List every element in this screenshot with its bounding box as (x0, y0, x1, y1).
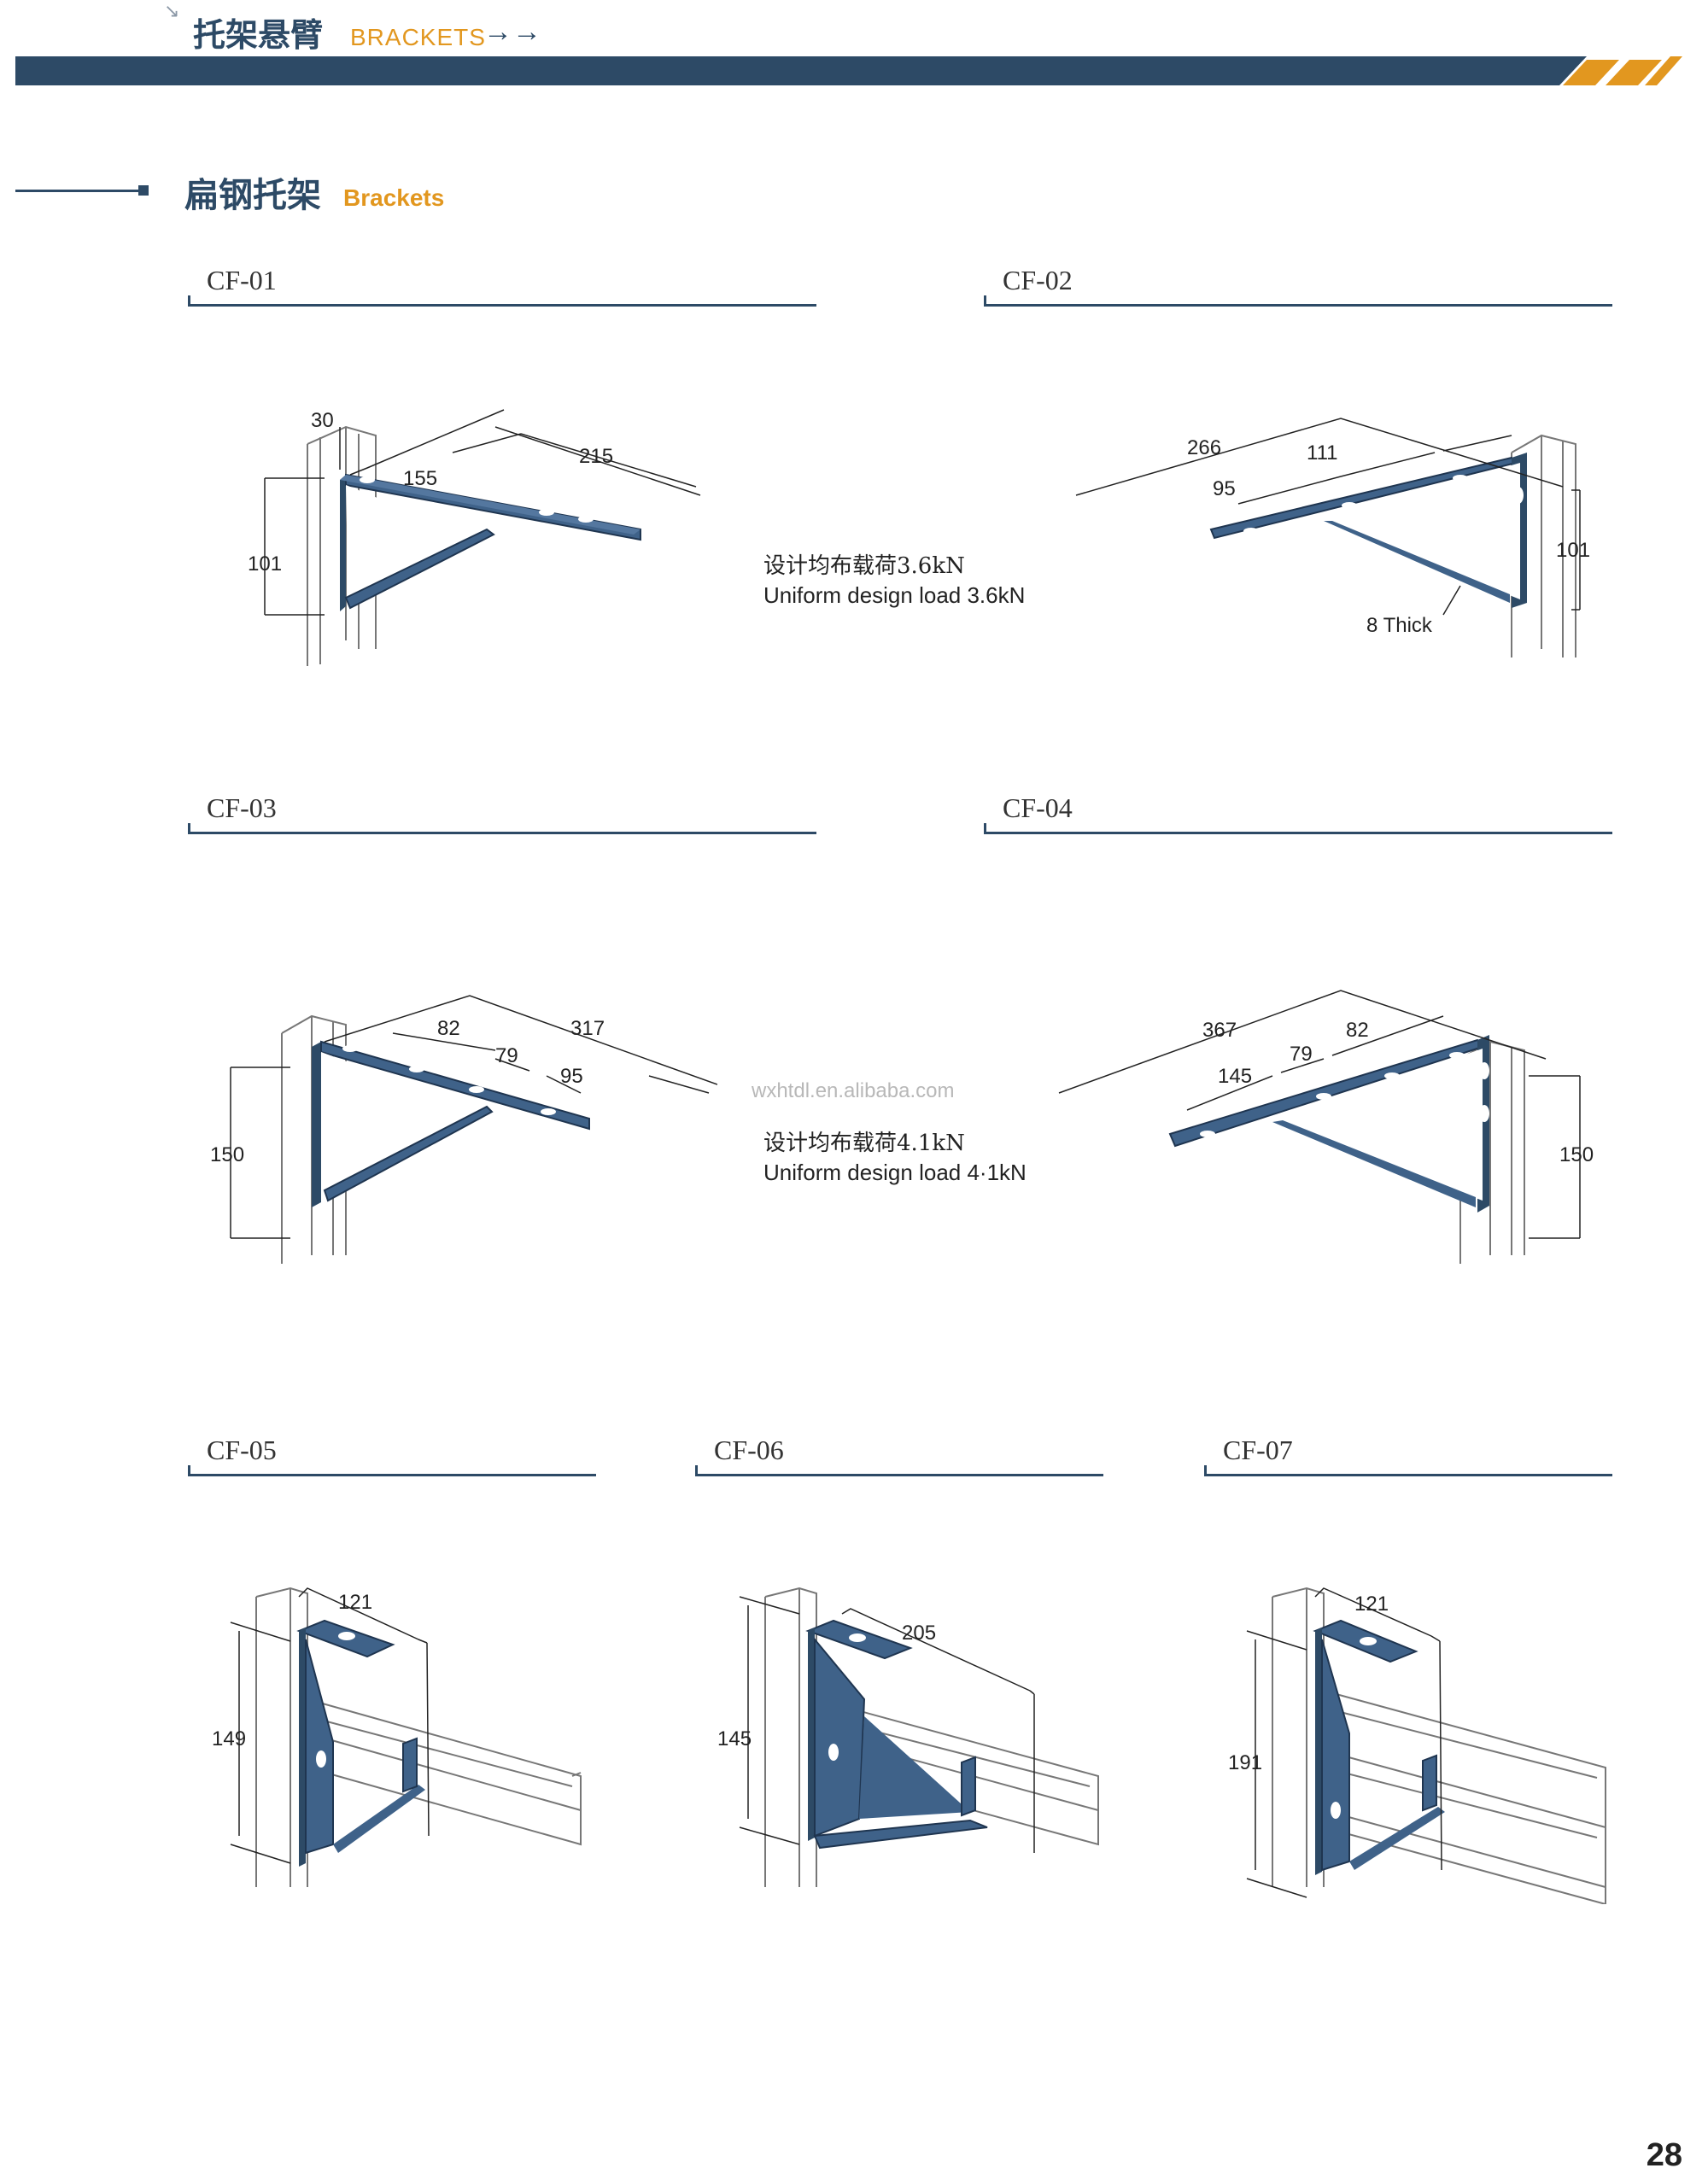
bracket-shape (296, 1619, 425, 1867)
dim-label: 367 (1202, 1019, 1237, 1042)
load-note-2: 设计均布载荷4.1kN Uniform design load 4·1kN (763, 1129, 1027, 1187)
model-header-cf01: CF-01 (188, 265, 816, 307)
model-code: CF-04 (1003, 792, 1073, 823)
bracket-shape (805, 1619, 988, 1850)
dim-label: 121 (1354, 1593, 1389, 1616)
load-note-en: Uniform design load 4·1kN (763, 1160, 1027, 1185)
cf06-drawing: 205 145 (717, 1587, 1099, 1887)
dim-label: 150 (1559, 1143, 1594, 1166)
model-rule (695, 1465, 1103, 1476)
model-code: CF-07 (1223, 1435, 1293, 1465)
bracket-shape (1168, 1035, 1489, 1213)
dim-label: 30 (311, 409, 334, 432)
model-header-cf02: CF-02 (984, 265, 1612, 307)
strut-channel (307, 1698, 582, 1846)
model-rule (188, 1465, 596, 1476)
model-rule (188, 295, 816, 307)
section-title-en: Brackets (343, 184, 445, 211)
model-rule (1204, 1465, 1612, 1476)
dim-label: 266 (1187, 436, 1221, 459)
model-code: CF-02 (1003, 265, 1073, 295)
dim-label: 191 (1228, 1751, 1262, 1774)
dimension-lines (1058, 990, 1581, 1239)
cf01-drawing: 30 155 215 101 (248, 409, 701, 666)
header-bar (15, 56, 1682, 85)
dim-label: 145 (1218, 1065, 1252, 1088)
section-bullet (138, 185, 149, 196)
cf02-drawing: 266 111 95 101 8 Thick (1075, 418, 1590, 657)
model-code: CF-03 (207, 792, 277, 823)
dimension-lines (230, 1587, 430, 1864)
load-note-1: 设计均布载荷3.6kN Uniform design load 3.6kN (763, 552, 1025, 610)
dimension-lines (739, 1596, 1035, 1853)
model-header-cf03: CF-03 (188, 792, 816, 834)
bracket-shape (1209, 453, 1527, 608)
dim-label: 145 (717, 1727, 752, 1750)
header-title-cn: 托架悬臂 (193, 16, 324, 54)
cf04-drawing: 367 82 79 145 150 (1058, 990, 1594, 1264)
dim-label: 101 (1556, 539, 1590, 562)
dim-label: 101 (248, 552, 282, 576)
cf03-drawing: 82 317 79 95 150 (210, 995, 717, 1264)
page-number: 28 (1646, 2137, 1682, 2173)
dim-label: 155 (403, 467, 437, 490)
dim-label: 79 (1290, 1043, 1313, 1066)
model-code: CF-06 (714, 1435, 784, 1465)
model-header-cf05: CF-05 (188, 1435, 596, 1476)
dim-label: 79 (495, 1044, 518, 1067)
dim-label: 111 (1307, 441, 1337, 465)
model-rule (984, 823, 1612, 834)
dimension-lines (264, 409, 701, 616)
cf07-drawing: 121 191 (1228, 1587, 1606, 1904)
load-note-cn: 设计均布载荷4.1kN (763, 1131, 965, 1156)
model-code: CF-01 (207, 265, 277, 295)
model-header-cf07: CF-07 (1204, 1435, 1612, 1476)
dim-label: 215 (579, 445, 613, 468)
dim-label: 149 (212, 1727, 246, 1750)
load-note-en: Uniform design load 3.6kN (763, 582, 1026, 608)
strut-channel (1323, 1690, 1606, 1904)
dimension-lines (1246, 1587, 1442, 1898)
dim-label: 150 (210, 1143, 244, 1166)
model-header-cf06: CF-06 (695, 1435, 1103, 1476)
dim-label: 95 (1213, 477, 1236, 500)
dim-label: 8 Thick (1366, 614, 1433, 637)
dim-label: 121 (338, 1591, 372, 1614)
dim-label: 95 (560, 1065, 583, 1088)
model-code: CF-05 (207, 1435, 277, 1465)
header-arrows: →→ (483, 15, 541, 48)
dimension-lines (1075, 418, 1581, 616)
bracket-shape (340, 473, 641, 611)
model-rule (188, 823, 816, 834)
bracket-shape (312, 1040, 590, 1207)
watermark: wxhtdl.en.alibaba.com (752, 1079, 955, 1102)
load-note-cn: 设计均布载荷3.6kN (763, 553, 965, 579)
model-header-cf04: CF-04 (984, 792, 1612, 834)
dim-label: 205 (902, 1622, 936, 1645)
section-line (15, 190, 142, 192)
dim-label: 82 (437, 1017, 460, 1040)
model-rule (984, 295, 1612, 307)
dimension-lines (230, 995, 717, 1239)
cf05-drawing: 121 149 (212, 1587, 582, 1887)
section-title-cn: 扁钢托架 (184, 176, 321, 215)
dim-label: 317 (570, 1017, 605, 1040)
header-title-en: BRACKETS (350, 24, 486, 50)
corner-arrow-icon: ↘ (164, 0, 180, 21)
dim-label: 82 (1346, 1019, 1369, 1042)
bracket-shape (1313, 1619, 1445, 1875)
